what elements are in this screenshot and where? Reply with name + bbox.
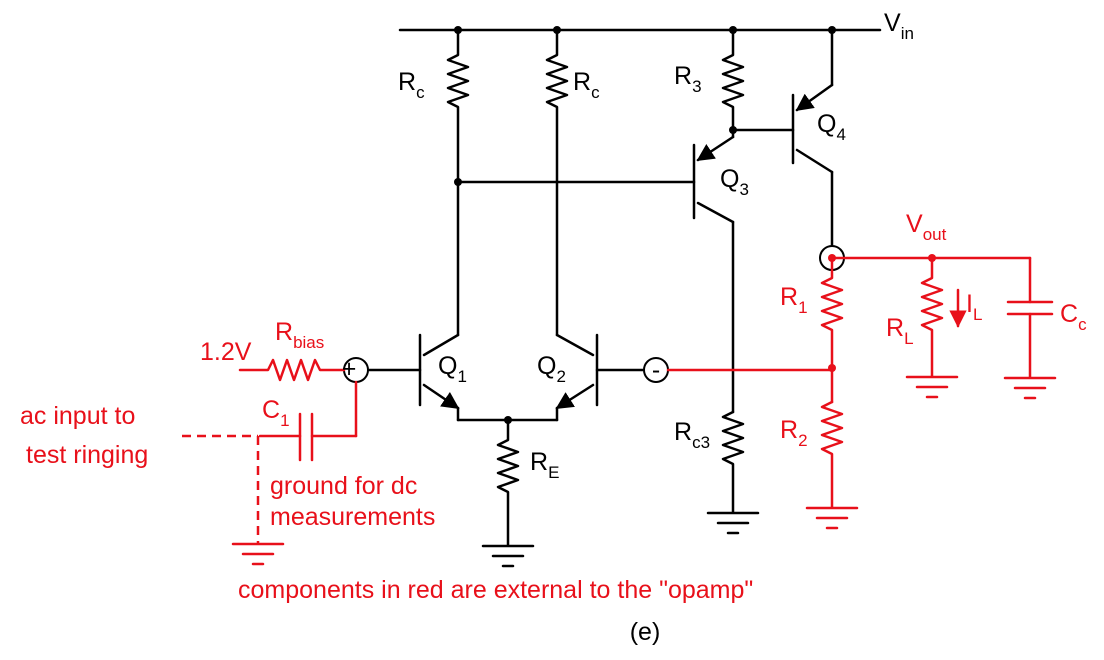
minus-label: - — [652, 356, 660, 384]
q4-label: Q4 — [817, 110, 846, 144]
ground-note-line1: ground for dc — [270, 472, 417, 500]
q1-label: Q1 — [438, 352, 467, 386]
r3-resistor — [721, 28, 745, 132]
rbias-label: Rbias — [275, 318, 324, 352]
r1-resistor — [820, 256, 844, 404]
plus-label: + — [342, 355, 357, 383]
r2-resistor — [820, 400, 844, 509]
rl-label: RL — [886, 314, 914, 348]
ac-input-label-line2: test ringing — [26, 441, 148, 469]
rc-left-resistor — [446, 28, 470, 184]
rc-left-label: Rc — [398, 68, 425, 102]
figure-caption: (e) — [630, 618, 661, 646]
re-label: RE — [530, 448, 559, 482]
rbias-resistor — [238, 358, 346, 382]
r2-label: R2 — [780, 416, 808, 450]
labels: Vin Rc Rc R3 Q4 Q3 Q1 Q2 RE Rc3 + - Vout… — [20, 9, 1087, 646]
rc3-resistor — [721, 410, 745, 514]
q2-label: Q2 — [537, 352, 566, 386]
rc-right-resistor — [545, 28, 569, 337]
cc-label: Cc — [1060, 300, 1087, 334]
ac-input-label-line1: ac input to — [20, 402, 135, 430]
q3-label: Q3 — [720, 165, 749, 199]
r3-label: R3 — [674, 62, 702, 96]
il-label: IL — [966, 290, 982, 324]
external-wiring — [182, 254, 1057, 566]
r1-label: R1 — [780, 283, 808, 317]
rl-resistor — [920, 256, 944, 378]
bias-voltage-label: 1.2V — [200, 338, 252, 366]
ground-note-line2: measurements — [270, 503, 435, 531]
c1-label: C1 — [262, 396, 290, 430]
vin-label: Vin — [884, 9, 914, 43]
internal-wiring — [343, 26, 882, 568]
external-components-note: components in red are external to the "o… — [238, 576, 753, 604]
re-resistor — [496, 418, 520, 547]
vout-label: Vout — [906, 210, 947, 244]
rc-right-label: Rc — [573, 68, 600, 102]
rc3-label: Rc3 — [674, 418, 710, 452]
